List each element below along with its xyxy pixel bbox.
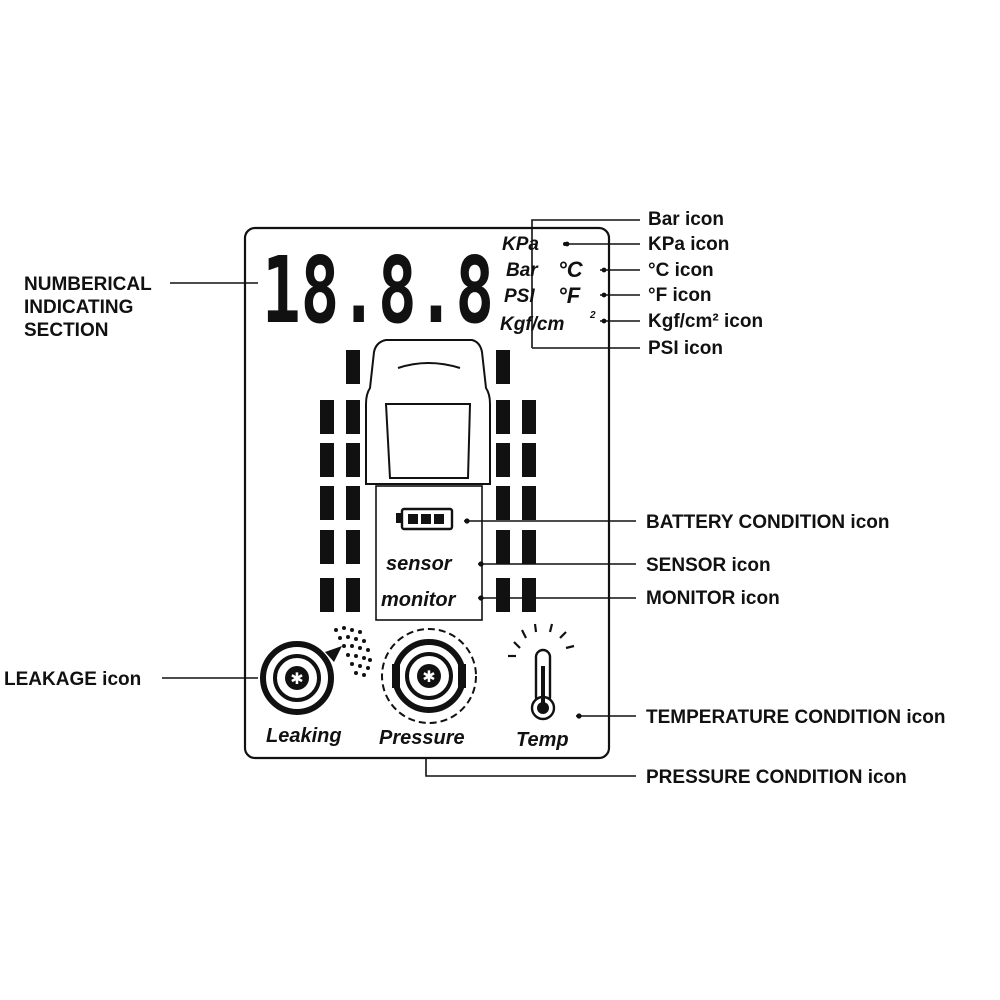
celsius-unit: °C	[558, 257, 584, 282]
callout-battery-icon: BATTERY CONDITION icon	[646, 512, 889, 533]
callout-numerical-line1: NUMBERICAL	[24, 274, 152, 295]
callout-pressure-icon: PRESSURE CONDITION icon	[646, 767, 907, 788]
sensor-label: sensor	[386, 553, 453, 575]
temp-label: Temp	[516, 729, 569, 751]
callout-sensor-icon: SENSOR icon	[646, 555, 771, 576]
kpa-unit: KPa	[502, 234, 539, 255]
callout-monitor-icon: MONITOR icon	[646, 588, 780, 609]
pressure-label: Pressure	[379, 727, 465, 749]
leaking-tire-icon: ✱	[263, 644, 342, 712]
psi-unit: PSI	[504, 286, 535, 307]
svg-text:✱: ✱	[290, 669, 303, 688]
bar-unit: Bar	[506, 260, 539, 281]
battery-icon	[396, 509, 452, 529]
callout-kgf-icon: Kgf/cm² icon	[648, 311, 763, 332]
monitor-label: monitor	[381, 589, 457, 611]
callout-c-icon: °C icon	[648, 260, 714, 281]
pressure-tire-icon: ✱	[382, 629, 476, 723]
car-icon	[366, 340, 490, 484]
callout-kpa-icon: KPa icon	[648, 234, 729, 255]
leaking-label: Leaking	[266, 725, 342, 747]
callout-f-icon: °F icon	[648, 285, 712, 306]
callout-leakage-icon: LEAKAGE icon	[4, 669, 141, 690]
callout-psi-icon: PSI icon	[648, 338, 723, 359]
callout-bar-icon: Bar icon	[648, 209, 724, 230]
right-tire-bars	[496, 350, 536, 612]
callout-numerical-line2: INDICATING	[24, 297, 133, 318]
leak-particles-icon	[334, 626, 372, 677]
left-tire-bars	[320, 350, 360, 612]
callout-numerical-line3: SECTION	[24, 320, 108, 341]
kgf-superscript: 2	[589, 310, 596, 321]
svg-text:✱: ✱	[422, 667, 435, 686]
thermometer-icon	[508, 624, 574, 719]
numeric-display: 18.8.8	[262, 237, 494, 344]
callout-temperature-icon: TEMPERATURE CONDITION icon	[646, 707, 945, 728]
fahrenheit-unit: °F	[558, 283, 581, 308]
